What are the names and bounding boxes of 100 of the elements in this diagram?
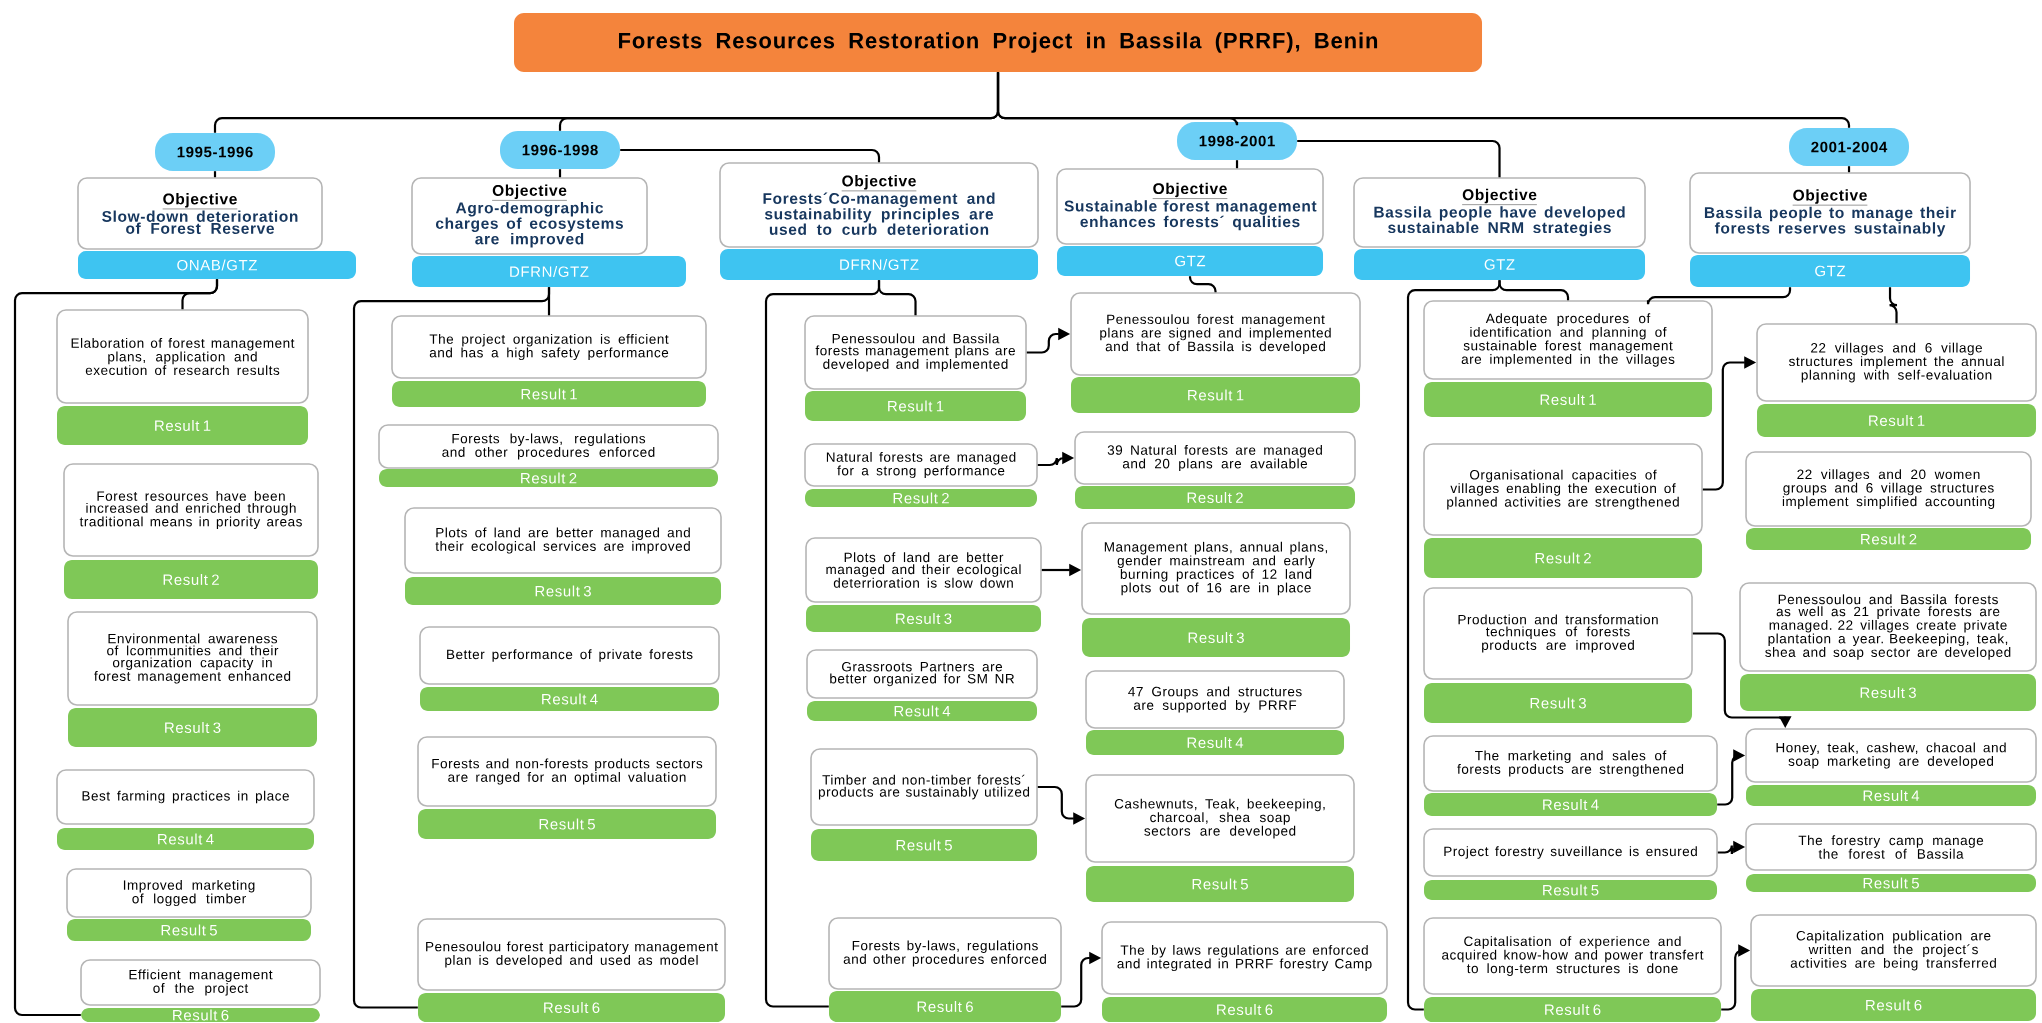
result-box: Elaboration of forest management plans, application and execution of research results [56, 309, 309, 404]
result-bar: Result 1 [1757, 404, 2036, 437]
connector-line [352, 287, 551, 1009]
result-bar: Result 2 [805, 489, 1037, 507]
connector-line [1235, 160, 1239, 169]
connector-line [1188, 276, 1217, 293]
result-bar: Result 6 [81, 1008, 320, 1022]
result-bar: Result 3 [1740, 674, 2036, 711]
result-bar: Result 4 [1424, 793, 1717, 816]
result-box: Capitalization publication are written and the project´s activities are being transferred [1750, 914, 2037, 987]
title-box: Forests Resources Restoration Project in Bassila (PRRF), Benin [514, 13, 1482, 72]
period-badge: 1995-1996 [155, 133, 275, 171]
result-box: The project organization is efficient and has a high safety performance [391, 315, 707, 379]
result-bar: Result 6 [1424, 997, 1721, 1022]
result-bar: Result 1 [1424, 382, 1712, 417]
result-bar: Result 4 [1746, 785, 2036, 806]
result-box: Environmental awareness of lcommunities and their organization capacity in forest management enhanced [67, 611, 318, 706]
result-box: Grassroots Partners are better organized for SM NR [806, 649, 1038, 699]
objective-box: Objective Bassila people to manage their forests reserves sustainably [1689, 172, 1971, 254]
objective-box: Objective Bassila people have developed sustainable NRM strategies [1353, 177, 1646, 248]
result-bar: Result 6 [1102, 997, 1387, 1022]
result-bar: Result 5 [67, 919, 311, 941]
result-box: 39 Natural forests are managed and 20 plans are available [1074, 431, 1356, 485]
connector-line [213, 171, 217, 178]
result-box: Forests and non-forests products sectors are ranged for an optimal valuation [417, 736, 717, 807]
agency-bar: ONAB/GTZ [78, 251, 356, 279]
result-bar: Result 2 [1746, 528, 2031, 550]
result-bar: Result 3 [1424, 683, 1692, 723]
result-box: Penessoulou forest management plans are signed and implemented and that of Bassila is developed [1070, 292, 1361, 376]
agency-bar: GTZ [1690, 255, 1970, 287]
result-bar: Result 4 [1086, 730, 1344, 755]
period-badge: 1996-1998 [500, 131, 620, 169]
result-bar: Result 6 [418, 993, 725, 1022]
connector-line [1847, 166, 1851, 173]
result-box: Plots of land are better managed and their ecological services are improved [404, 507, 722, 574]
result-bar: Result 5 [811, 829, 1037, 861]
objective-box: Objective Agro-demographic charges of ecosystems are improved [411, 177, 648, 255]
result-bar: Result 2 [379, 469, 718, 487]
result-bar: Result 5 [1086, 866, 1354, 902]
result-bar: Result 5 [1746, 874, 2036, 892]
result-box: The by laws regulations are enforced and integrated in PRRF forestry Camp [1101, 921, 1388, 995]
connector-line [1406, 279, 1501, 1011]
result-bar: Result 5 [418, 809, 716, 839]
result-box: Management plans, annual plans, gender mainstream and early burning practices of 12 land plots out of 16 are in place [1081, 522, 1351, 615]
result-box: The forestry camp manage the forest of Bassila [1745, 823, 2037, 871]
result-bar: Result 4 [57, 828, 314, 850]
result-box: Best farming practices in place [56, 769, 315, 825]
result-box: Penessoulou and Bassila forests management plans are developed and implemented [804, 315, 1027, 390]
period-badge: 2001-2004 [1789, 128, 1909, 166]
result-bar: Result 3 [806, 605, 1041, 632]
result-box: Production and transformation techniques of forests products are improved [1423, 587, 1693, 680]
result-box: Adequate procedures of identification and planning of sustainable forest management are implemented in the villages [1423, 300, 1713, 380]
connector-line [620, 148, 881, 163]
agency-bar: DFRN/GTZ [412, 256, 686, 287]
connector-line [996, 72, 1851, 129]
result-bar: Result 4 [807, 701, 1037, 721]
objective-box: Objective Sustainable forest management enhances forests´ qualities [1056, 168, 1324, 245]
result-box: Project forestry suveillance is ensured [1423, 828, 1718, 877]
connector-line [558, 169, 562, 178]
result-box: Forests by-laws, regulations and other procedures enforced [378, 424, 719, 469]
result-bar: Result 3 [1082, 618, 1350, 657]
result-box: Timber and non-timber forests´ products are sustainably utilized [810, 748, 1038, 826]
result-box: Penessoulou and Bassila forests as well as 21 private forests are managed. 22 villages create private plantation a year. Beekeeping, teak, shea and soap sector are developed [1739, 582, 2037, 672]
result-box: Capitalisation of experience and acquired know-how and power transfert to long-term structures is done [1423, 917, 1722, 995]
result-box: Plots of land are better managed and their ecological deterrioration is slow down [805, 537, 1042, 603]
result-bar: Result 3 [68, 708, 317, 747]
agency-bar: GTZ [1354, 249, 1645, 280]
result-box: Cashewnuts, Teak, beekeeping, charcoal, shea soap sectors are developed [1085, 774, 1355, 863]
result-bar: Result 1 [805, 391, 1026, 421]
result-bar: Result 3 [405, 577, 721, 605]
result-box: Organisational capacities of villages enabling the execution of planned activities are strengthened [1423, 443, 1703, 536]
result-bar: Result 6 [829, 991, 1061, 1022]
objective-box: Objective Forests´Co-management and sustainability principles are used to curb deterioration [719, 162, 1039, 248]
result-bar: Result 1 [392, 381, 706, 407]
agency-bar: DFRN/GTZ [720, 249, 1038, 280]
result-box: Forest resources have been increased and enriched through traditional means in priority areas [63, 463, 319, 557]
result-box: Better performance of private forests [419, 626, 720, 685]
result-bar: Result 2 [1424, 538, 1702, 578]
result-bar: Result 5 [1424, 880, 1717, 900]
result-bar: Result 2 [64, 560, 318, 599]
connector-line [1888, 287, 1899, 324]
result-bar: Result 1 [57, 406, 308, 445]
result-box: Efficient management of the project [80, 959, 321, 1006]
result-bar: Result 4 [420, 687, 719, 711]
result-box: Penesoulou forest participatory management plan is developed and used as model [417, 918, 726, 991]
result-bar: Result 1 [1071, 377, 1360, 413]
connector-line [1646, 287, 1792, 306]
result-bar: Result 2 [1075, 486, 1355, 509]
connector-line [13, 279, 219, 1017]
result-box: Natural forests are managed for a strong performance [804, 443, 1038, 487]
connector-line [1297, 139, 1501, 178]
result-box: Forests by-laws, regulations and other procedures enforced [828, 917, 1062, 990]
period-badge: 1998-2001 [1177, 122, 1297, 160]
agency-bar: GTZ [1057, 246, 1323, 276]
result-box: The marketing and sales of forests products are strengthened [1423, 735, 1718, 792]
objective-box: Objective Slow-down deterioration of Forest Reserve [77, 177, 323, 250]
result-box: Improved marketing of logged timber [66, 868, 312, 918]
result-box: 22 villages and 20 women groups and 6 village structures implement simplified accounting [1745, 451, 2032, 527]
result-box: 47 Groups and structures are supported by PRRF [1085, 670, 1345, 729]
connector-line [764, 280, 881, 1008]
